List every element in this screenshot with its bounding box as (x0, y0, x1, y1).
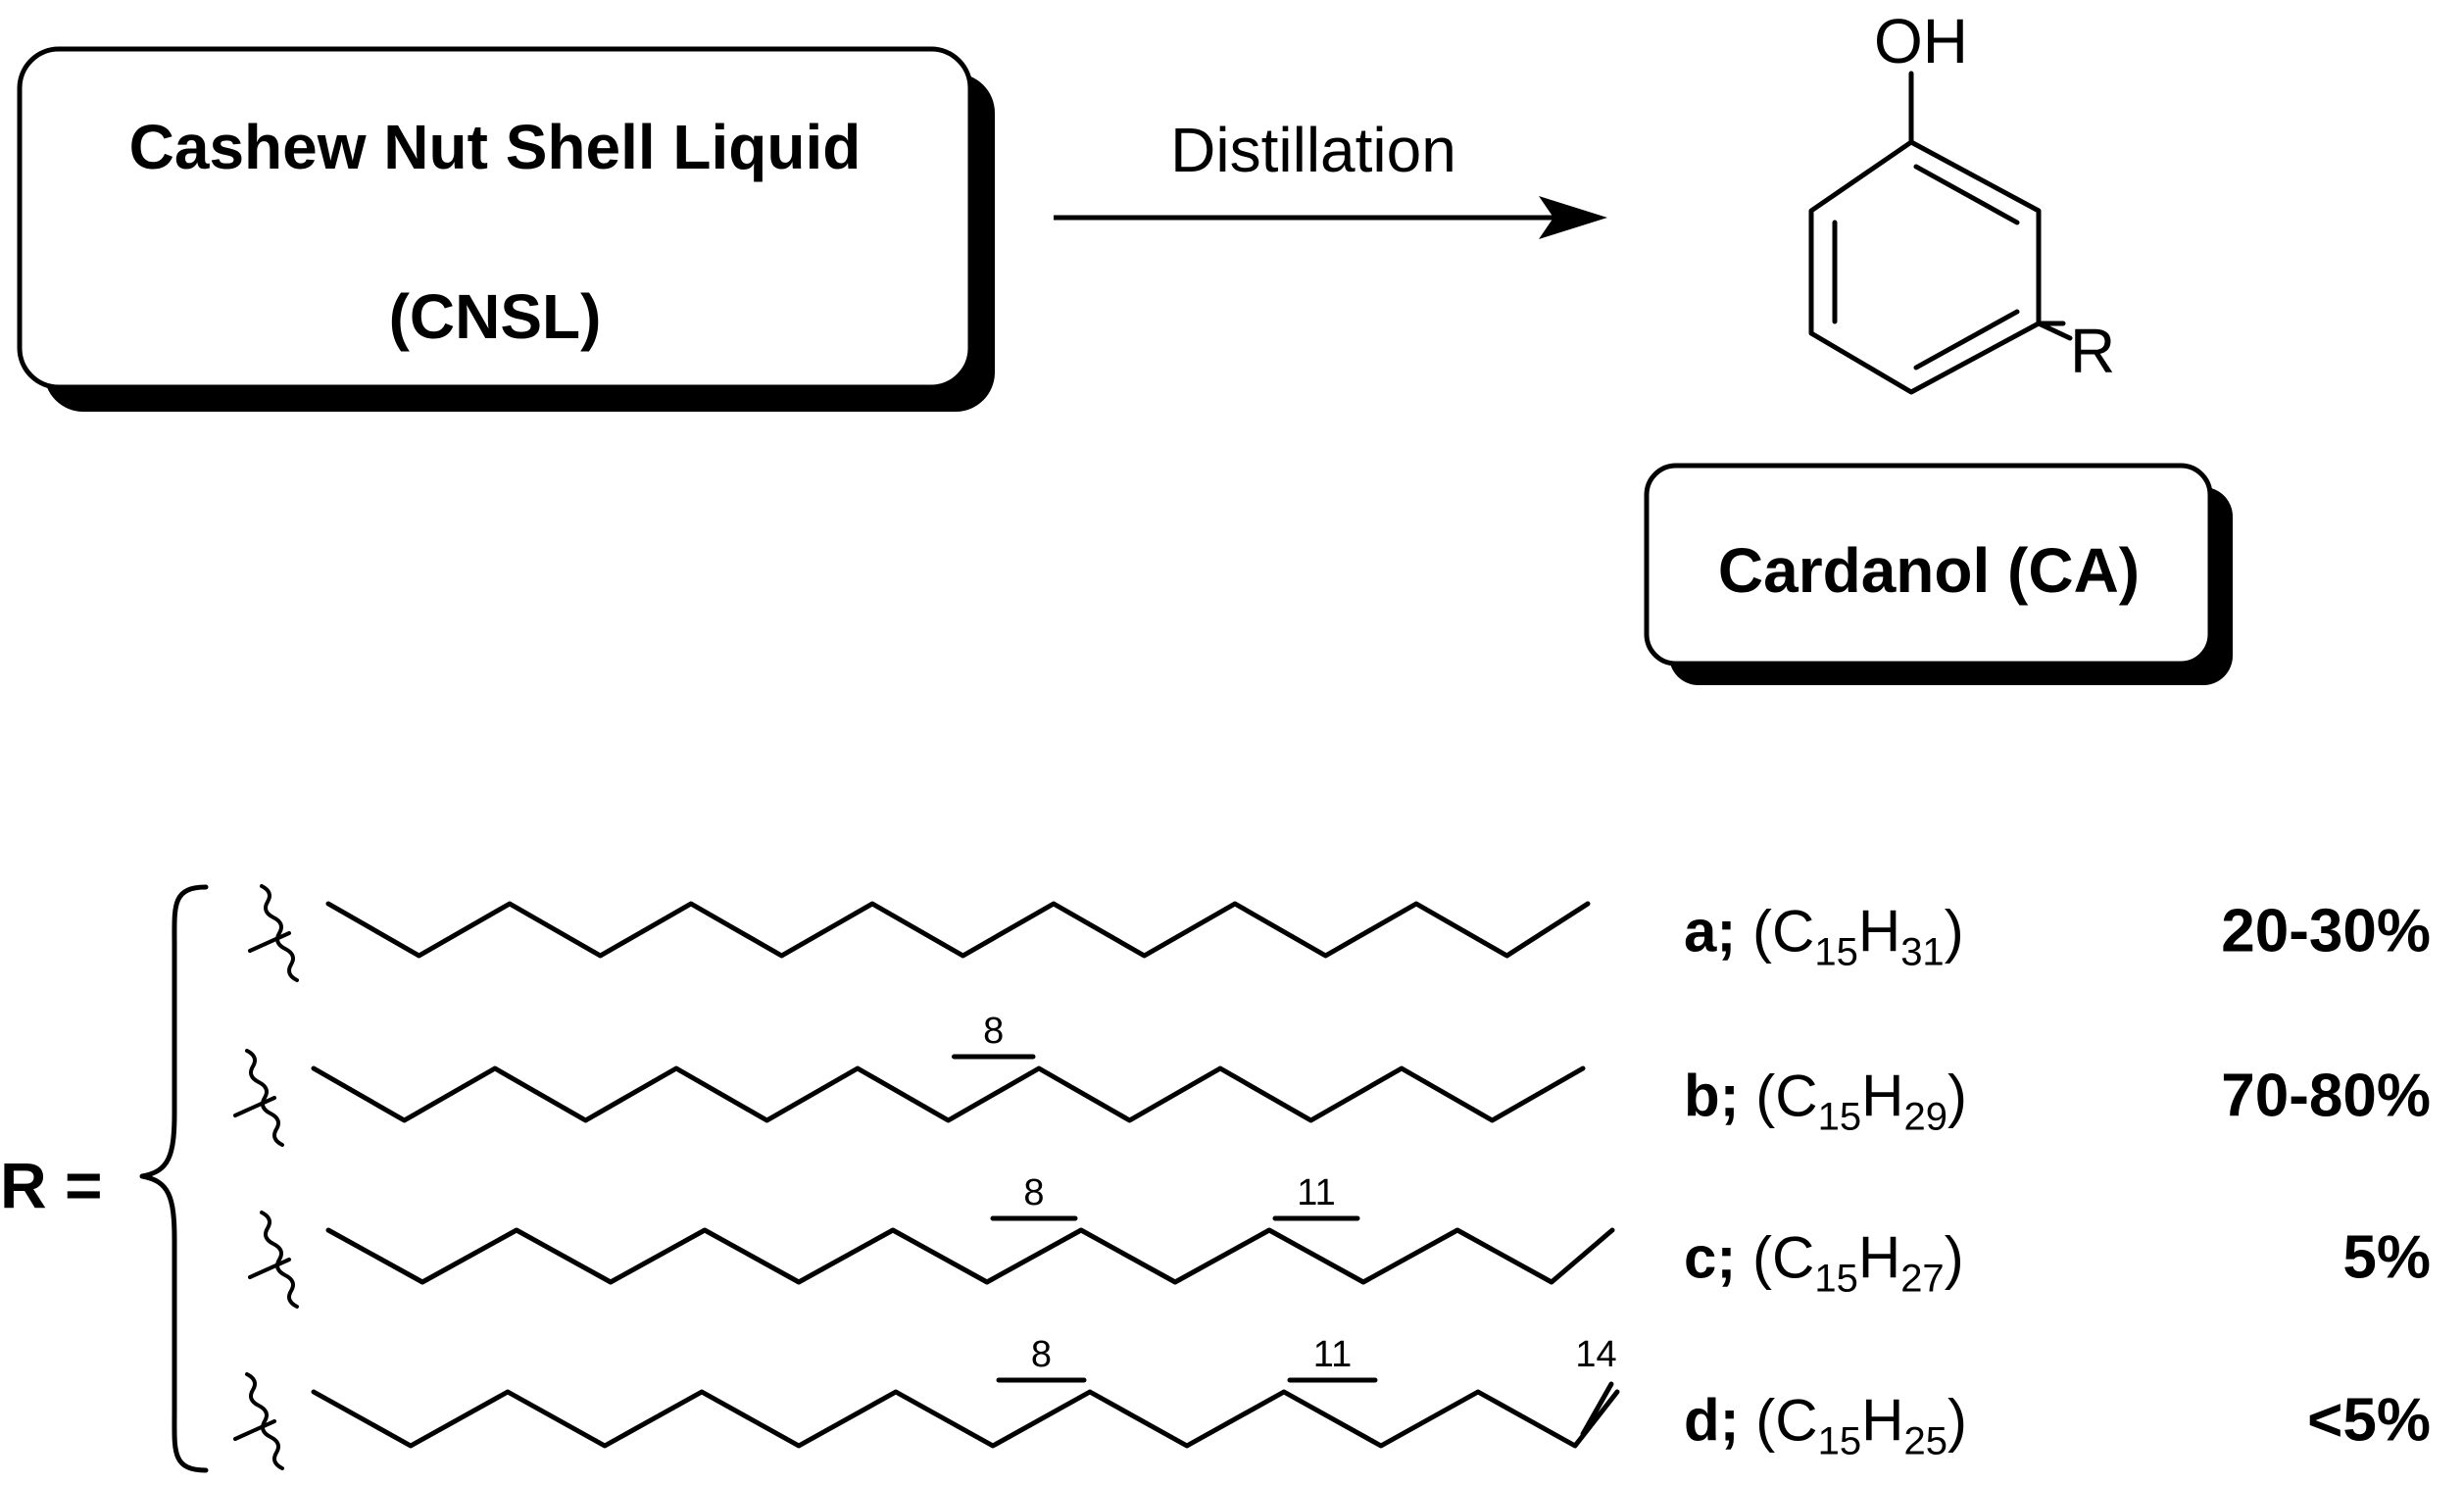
arrow-label: Distillation (1170, 115, 1456, 185)
hydroxyl-label: OH (1874, 6, 1968, 76)
attachment-stub (248, 1258, 291, 1279)
double-bond-position-label: 8 (983, 1011, 1004, 1052)
attachment-wavy-bond (245, 1049, 284, 1147)
chain-formula: c; (C15H27) (1684, 1225, 1964, 1301)
double-bond-position-label: 8 (1031, 1334, 1052, 1375)
chain-b: 8 b; (C15H29) 70-80% (233, 1011, 2431, 1147)
attachment-stub (233, 1419, 276, 1441)
double-bond-position-label: 11 (1297, 1172, 1335, 1213)
chain-backbone (311, 1065, 1586, 1123)
attachment-stub (248, 931, 291, 953)
cnsl-name: Cashew Nut Shell Liquid (129, 112, 862, 182)
r-substituent-label: R (2070, 316, 2115, 386)
attachment-wavy-bond (260, 1211, 299, 1309)
double-bond-position-label: 11 (1313, 1334, 1352, 1375)
r-chains: a; (C15H31) 20-30% 8 b; (C15H29) 70-80% 8 11 c;… (233, 884, 2431, 1470)
attachment-wavy-bond (260, 884, 299, 982)
chain-percentage: 5% (2342, 1224, 2431, 1292)
cnsl-box: Cashew Nut Shell Liquid (CNSL) (17, 46, 995, 412)
chain-backbone (325, 901, 1591, 959)
double-bond-position-label: 14 (1575, 1334, 1616, 1375)
cnsl-abbrev: (CNSL) (389, 281, 602, 352)
chain-a: a; (C15H31) 20-30% (248, 884, 2431, 982)
cardanol-box: Cardanol (CA) (1644, 463, 2233, 685)
distillation-arrow: Distillation (1054, 115, 1607, 239)
chain-backbone (325, 1227, 1615, 1285)
chain-percentage: 70-80% (2221, 1063, 2431, 1130)
chain-c: 8 11 c; (C15H27) 5% (248, 1172, 2431, 1309)
attachment-wavy-bond (245, 1372, 284, 1470)
product-name: Cardanol (CA) (1718, 535, 2140, 606)
chain-formula: d; (C15H25) (1684, 1388, 1967, 1463)
chain-backbone (311, 1389, 1620, 1449)
chain-formula: a; (C15H31) (1684, 899, 1964, 974)
double-bond (1580, 1381, 1614, 1437)
curly-brace (139, 884, 209, 1473)
r-equals-label: R = (0, 1149, 103, 1221)
double-bond-position-label: 8 (1023, 1172, 1044, 1213)
attachment-stub (233, 1096, 276, 1117)
chain-formula: b; (C15H29) (1684, 1064, 1967, 1139)
chain-percentage: 20-30% (2221, 898, 2431, 965)
chain-percentage: <5% (2307, 1387, 2431, 1455)
cardanol-structure: OH R (1808, 6, 2115, 395)
chain-d: 8 11 14 d; (C15H25) <5% (233, 1334, 2431, 1470)
